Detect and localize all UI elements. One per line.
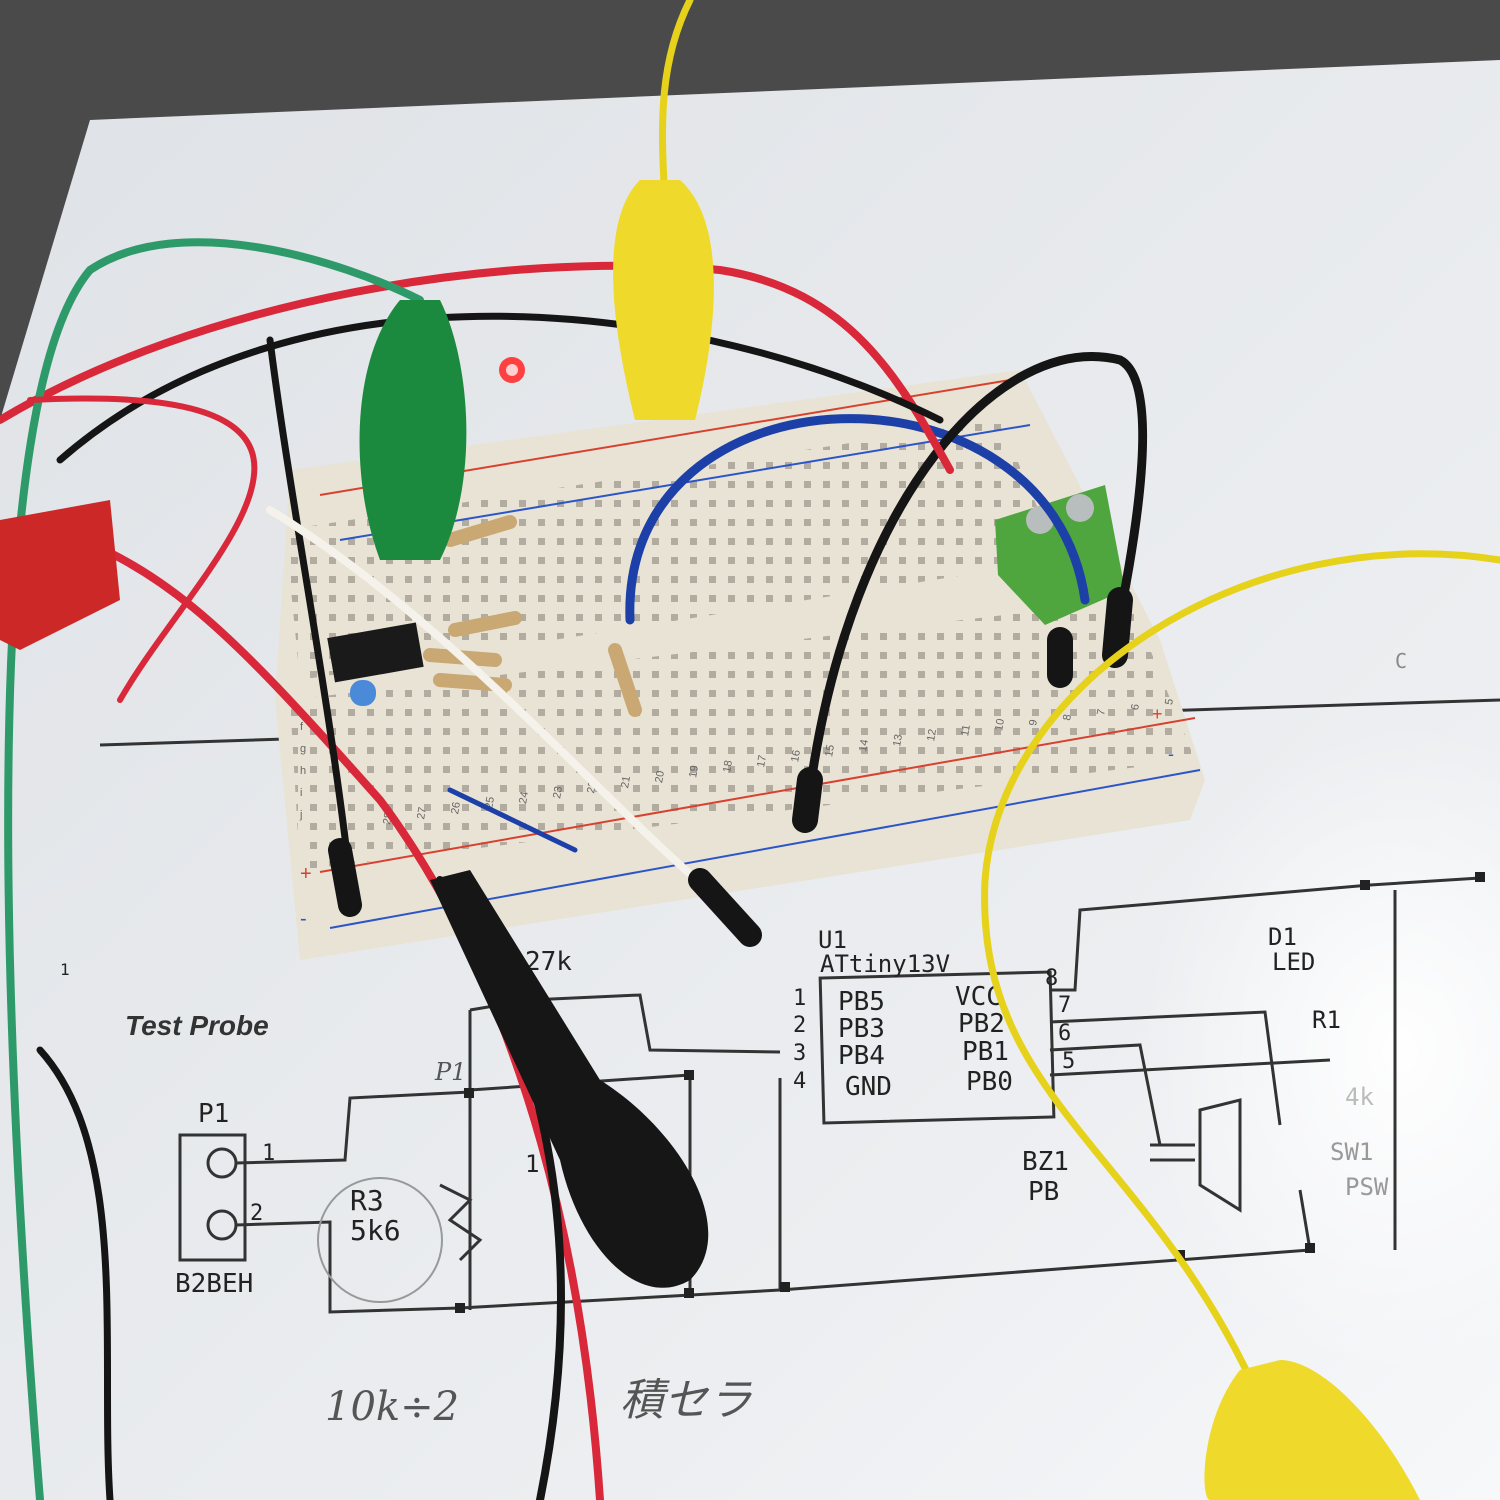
- u1-pin-name: GND: [845, 1072, 892, 1102]
- column-letter: g: [300, 743, 306, 755]
- u1-pin-name: PB1: [962, 1037, 1009, 1067]
- u1-ref: U1: [818, 926, 847, 954]
- row-number: 21: [619, 775, 633, 789]
- row-number: 8: [1061, 713, 1074, 721]
- row-number: 20: [653, 770, 667, 784]
- row-number: 18: [721, 759, 735, 773]
- row-number: 16: [789, 749, 803, 763]
- row-number: 11: [959, 724, 973, 737]
- d1-part: LED: [1272, 948, 1315, 976]
- schematic-title: Test Probe: [125, 1010, 269, 1041]
- sw1-ref: SW1: [1330, 1138, 1373, 1166]
- c-partial: 1: [525, 1150, 539, 1178]
- light-glare: [1140, 720, 1500, 1380]
- sw1-part: PSW: [1345, 1173, 1389, 1201]
- u1-pin-num: 8: [1045, 966, 1058, 991]
- u1-pin-name: PB0: [966, 1067, 1013, 1097]
- row-number: 7: [1095, 708, 1108, 716]
- schematic-text: Test Probe 1 P1 1 2 B2BEH P1 R3 5k6 27k …: [60, 649, 1407, 1430]
- column-letter: h: [300, 765, 306, 777]
- sheet-marker: 1: [60, 960, 70, 979]
- row-number: 26: [449, 801, 463, 815]
- schematic-lines: [99, 698, 1500, 1314]
- row-number: 14: [857, 739, 871, 753]
- rail-plus-label: +: [1152, 704, 1163, 724]
- row-number: 23: [551, 785, 565, 799]
- row-number: 17: [755, 754, 769, 768]
- u1-pin-num: 5: [1062, 1049, 1075, 1074]
- u1-pin-name: PB5: [838, 987, 885, 1017]
- connector-ref: P1: [198, 1099, 229, 1129]
- u1-pin-name: PB2: [958, 1009, 1005, 1039]
- row-number: 13: [891, 733, 905, 747]
- u1-pin-num: 7: [1058, 993, 1071, 1018]
- d1-ref: D1: [1268, 923, 1297, 951]
- connector-pin1: 1: [262, 1141, 275, 1166]
- u1-part: ATtiny13V: [820, 950, 950, 978]
- bz1-ref: BZ1: [1022, 1147, 1069, 1177]
- rail-minus-label: -: [300, 908, 307, 930]
- row-number: 15: [823, 744, 837, 758]
- column-letter: i: [300, 787, 302, 799]
- u1-pin-name: PB4: [838, 1041, 885, 1071]
- connector-part: B2BEH: [175, 1269, 253, 1299]
- row-number: 6: [1129, 703, 1142, 711]
- rail-minus-label: -: [1168, 744, 1174, 764]
- red-alligator-clip: [0, 500, 120, 650]
- row-number: 10: [993, 718, 1007, 732]
- row-number: 24: [517, 791, 531, 805]
- ceramic-capacitor: [350, 680, 376, 706]
- handwritten-cap-note: 積セラ: [620, 1375, 752, 1426]
- yellow-alligator-clip-lower: [1204, 1360, 1420, 1500]
- row-number: 12: [925, 728, 939, 742]
- row-number: 19: [687, 765, 701, 779]
- r3-ref: R3: [350, 1184, 384, 1217]
- attiny-chip: [327, 622, 424, 683]
- u1-pin-num: 1: [793, 986, 806, 1011]
- u1-pin-num: 2: [793, 1013, 806, 1038]
- row-number: 5: [1163, 698, 1176, 706]
- r3-value: 5k6: [350, 1214, 401, 1247]
- black-test-probe: [430, 870, 709, 1288]
- c-label: C: [1395, 649, 1407, 673]
- r1-value: 4k: [1345, 1083, 1374, 1111]
- row-number: 27: [415, 806, 429, 820]
- r1-ref: R1: [1312, 1006, 1341, 1034]
- handwritten-pot-note: 10k÷2: [325, 1384, 459, 1430]
- yellow-alligator-clip: [613, 180, 714, 420]
- u1-pin-num: 4: [793, 1069, 806, 1094]
- u1-pin-name: PB3: [838, 1014, 885, 1044]
- u1-pin-num: 3: [793, 1041, 806, 1066]
- bz1-part: PB: [1028, 1177, 1059, 1207]
- row-number: 9: [1027, 719, 1040, 727]
- column-letter: f: [300, 721, 304, 733]
- green-alligator-clip: [359, 300, 467, 560]
- rail-plus-label: +: [300, 863, 312, 885]
- probe-label: P1: [434, 1058, 466, 1086]
- column-letter: j: [299, 809, 302, 821]
- u1-pin-num: 6: [1058, 1021, 1071, 1046]
- connector-pin2: 2: [250, 1201, 263, 1226]
